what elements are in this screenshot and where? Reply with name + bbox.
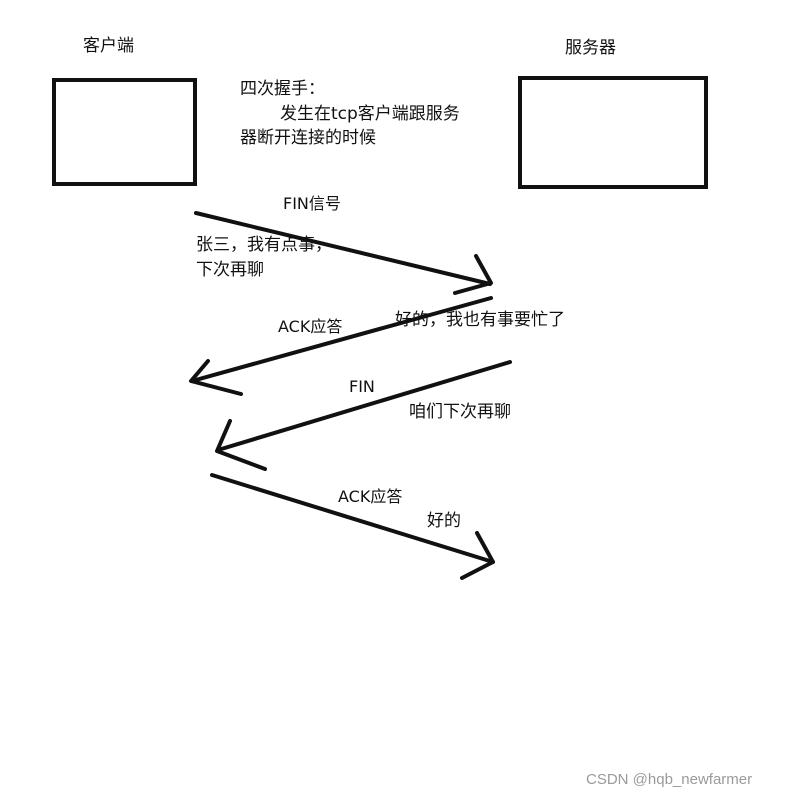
note-line-1: 发生在tcp客户端跟服务 [280,104,460,124]
step-1-message-line-1: 张三，我有点事， [196,235,332,255]
step-2-message: 好的，我也有事要忙了 [395,310,565,330]
watermark: CSDN @hqb_newfarmer [586,771,753,788]
step-2-signal: ACK应答 [278,317,343,336]
note-line-2: 器断开连接的时候 [240,128,376,148]
server-label: 服务器 [565,38,616,58]
step-1-signal: FIN信号 [283,194,341,213]
client-box [52,78,197,186]
arrow-ack-client-to-server [210,473,495,580]
note-title: 四次握手： [240,79,325,99]
step-1-message-line-2: 下次再聊 [196,260,264,280]
step-4-signal: ACK应答 [338,487,403,506]
arrow-fin-server-to-client [215,360,512,471]
client-label: 客户端 [83,36,134,56]
arrow-ack-server-to-client [189,296,493,396]
step-3-signal: FIN [349,377,375,396]
server-box [518,76,708,189]
step-3-message: 咱们下次再聊 [409,402,511,422]
step-4-message: 好的 [427,511,461,531]
arrow-fin-client-to-server [194,211,493,295]
